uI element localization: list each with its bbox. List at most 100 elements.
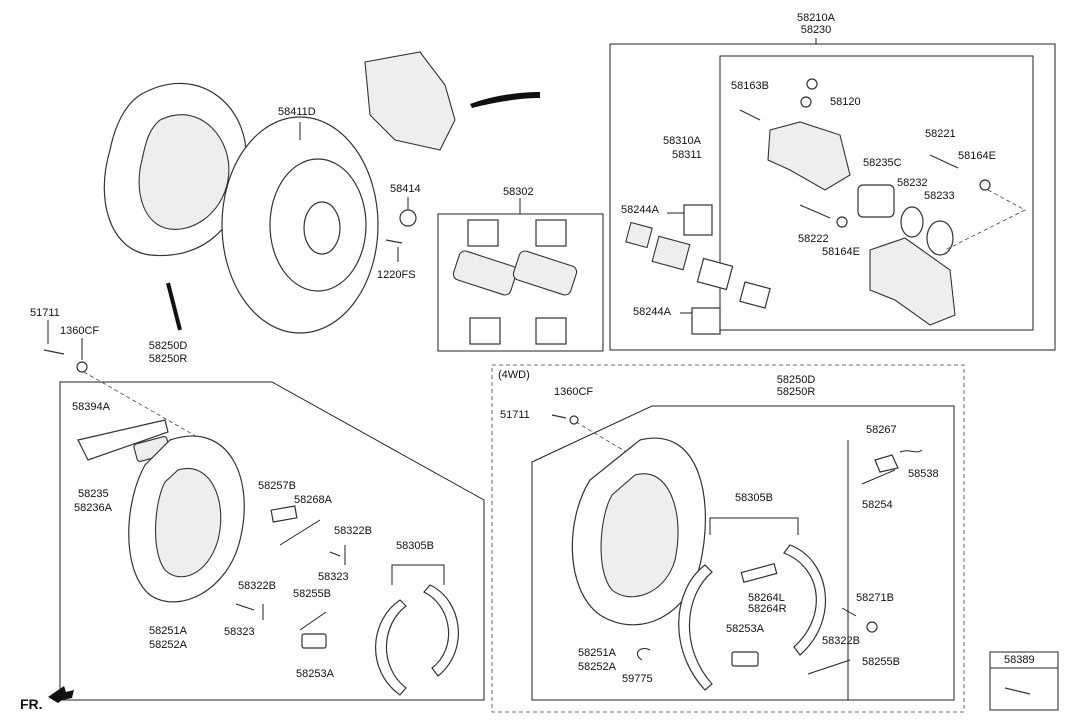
cap-58120 — [806, 78, 818, 90]
spring-58538 — [899, 449, 923, 453]
pad-kit-box — [437, 213, 604, 352]
bolt-58389 — [1004, 687, 1031, 695]
label-1220FS: 1220FS — [377, 269, 416, 281]
label-58323-a: 58323 — [318, 571, 349, 583]
bolt-51711-left — [43, 349, 65, 355]
label-58235: 58235 — [78, 488, 109, 500]
backing-plate-top-inner — [138, 114, 230, 230]
seal-58232 — [900, 206, 924, 238]
label-58257B: 58257B — [258, 480, 296, 492]
spring-58255B-right — [807, 659, 851, 675]
label-58236A: 58236A — [74, 502, 112, 514]
label-58250R-right: 58250R — [776, 386, 816, 398]
cpad-4 — [739, 281, 771, 309]
piston-58235C — [857, 184, 895, 218]
dash-bolt-left — [83, 371, 221, 451]
shoe-right-a — [678, 564, 713, 691]
spring-58322B-right — [841, 607, 857, 617]
label-58264L: 58264L — [748, 592, 785, 604]
cylinder-58253A-right — [731, 651, 759, 667]
label-1360CF-right: 1360CF — [554, 386, 594, 398]
label-58255B-right: 58255B — [862, 656, 900, 668]
label-51711-left: 51711 — [30, 307, 60, 319]
label-58230: 58230 — [800, 24, 832, 36]
label-58271B: 58271B — [856, 592, 894, 604]
cylinder-58253A-left — [301, 633, 327, 649]
label-58322B-b: 58322B — [238, 580, 276, 592]
label-58267: 58267 — [866, 424, 897, 436]
cap-58164E-top — [979, 179, 991, 191]
label-58251A-left: 58251A — [149, 625, 187, 637]
label-58414: 58414 — [390, 183, 421, 195]
label-58322B-a: 58322B — [334, 525, 372, 537]
spring-58254 — [861, 469, 896, 485]
cpad-1 — [625, 221, 653, 249]
label-58411D: 58411D — [278, 106, 316, 118]
label-58252A-right: 58252A — [578, 661, 616, 673]
label-58244A-top: 58244A — [621, 204, 659, 216]
clip-1 — [467, 219, 499, 247]
label-58221: 58221 — [925, 128, 956, 140]
label-58210A: 58210A — [797, 12, 835, 24]
4wd-box — [491, 364, 965, 713]
label-58164E-top: 58164E — [958, 150, 996, 162]
lever-58235 — [77, 419, 169, 461]
label-58250D-right: 58250D — [776, 374, 816, 386]
bolt-1220FS — [385, 239, 403, 244]
plate-leader-arrow — [166, 282, 182, 331]
backing-plate-left-inner — [155, 467, 222, 578]
bracket-58305B-left — [391, 564, 445, 585]
clip-2 — [535, 219, 567, 247]
adjuster-58264 — [740, 563, 778, 583]
cclip-top — [683, 204, 713, 236]
label-58264R: 58264R — [748, 603, 787, 615]
label-59775: 59775 — [622, 673, 653, 685]
caliper-box-inner — [719, 55, 1034, 331]
label-58164E-bot: 58164E — [822, 246, 860, 258]
boot-58233 — [926, 220, 954, 256]
bracket-58305B-right — [709, 517, 799, 535]
label-58232: 58232 — [897, 177, 928, 189]
pad-1 — [452, 250, 518, 296]
label-58268A: 58268A — [294, 494, 332, 506]
label-58302: 58302 — [503, 186, 534, 198]
label-58323-b: 58323 — [224, 626, 255, 638]
backing-plate-right-inner — [600, 473, 679, 598]
bleeder-58120 — [800, 96, 812, 108]
label-58163B: 58163B — [731, 80, 769, 92]
shoe-left-b — [423, 584, 459, 677]
caliper-box-outer — [609, 43, 1056, 351]
caliper-dash-guide — [944, 189, 1026, 251]
bolt-box — [989, 651, 1059, 711]
label-58389: 58389 — [1004, 654, 1035, 666]
label-58253A-right: 58253A — [726, 623, 764, 635]
pin-58271B — [866, 621, 878, 633]
label-58311: 58311 — [672, 149, 702, 161]
label-58394A: 58394A — [72, 401, 110, 413]
label-58120: 58120 — [830, 96, 861, 108]
cpad-3 — [696, 257, 734, 291]
clip-3 — [469, 317, 501, 345]
label-58252A-left: 58252A — [149, 639, 187, 651]
pad-2 — [512, 250, 578, 296]
pin-58323-b — [235, 603, 255, 611]
adjuster-58257B — [270, 505, 298, 523]
label-58538: 58538 — [908, 468, 939, 480]
label-58244A-bot: 58244A — [633, 306, 671, 318]
label-51711-right: 51711 — [500, 409, 530, 421]
cap-58164E-bot — [836, 216, 848, 228]
label-58251A-right: 58251A — [578, 647, 616, 659]
right-assy-box — [531, 405, 955, 701]
label-58233: 58233 — [924, 190, 955, 202]
label-58254: 58254 — [862, 499, 893, 511]
shoe-left-a — [375, 599, 407, 696]
caliper-carrier — [767, 121, 851, 191]
spring-58268A — [279, 519, 321, 546]
label-1360CF-left: 1360CF — [60, 325, 100, 337]
spring-58255B-left — [299, 611, 327, 631]
label-58305B-left: 58305B — [396, 540, 434, 552]
label-58322B-right: 58322B — [822, 635, 860, 647]
fr-arrow — [48, 686, 74, 703]
disc-rotor-hub — [303, 201, 341, 255]
